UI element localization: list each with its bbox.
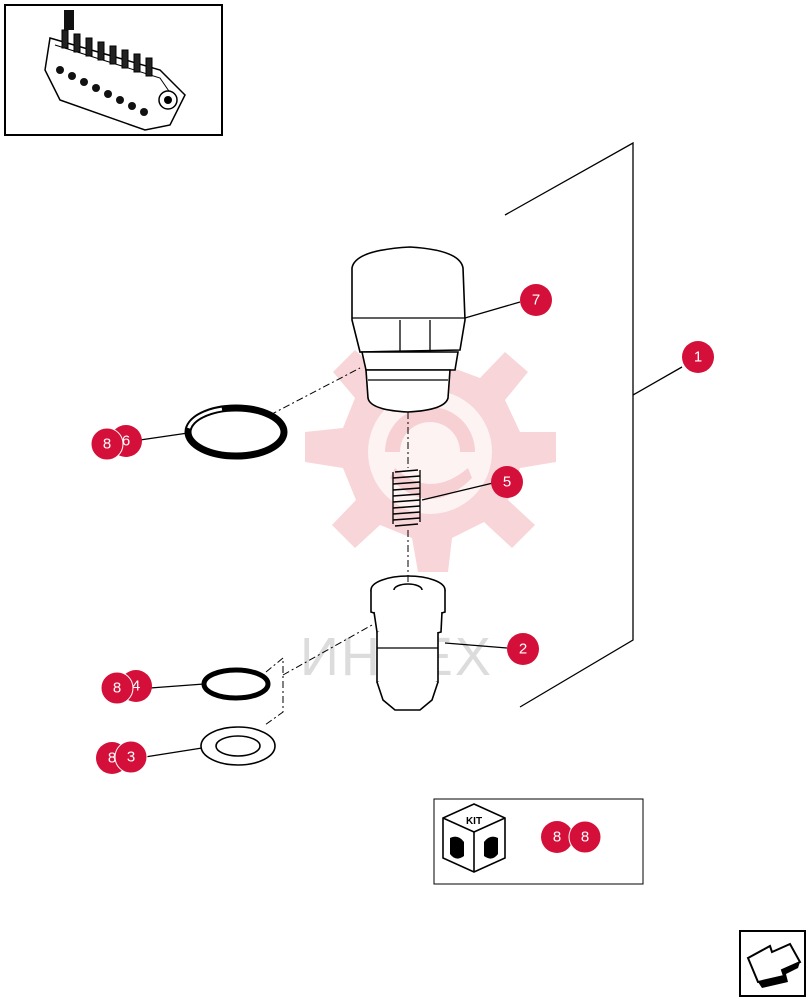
callout-6-with-kit-8[interactable]: 6 8 [90, 425, 142, 461]
part-spring [392, 469, 421, 527]
kit-legend-box: KIT 8 8 [433, 798, 644, 885]
svg-text:6: 6 [122, 433, 130, 450]
svg-text:1: 1 [694, 349, 702, 366]
svg-text:8: 8 [581, 829, 589, 846]
next-page-arrow-button[interactable] [739, 930, 806, 997]
svg-text:7: 7 [532, 292, 540, 309]
assembly-bracket [504, 141, 683, 708]
svg-text:8: 8 [113, 680, 121, 697]
svg-text:KIT: KIT [466, 816, 482, 827]
svg-text:8: 8 [553, 829, 561, 846]
callout-5[interactable]: 5 [491, 466, 523, 498]
callout-7[interactable]: 7 [520, 284, 552, 316]
svg-text:8: 8 [103, 436, 111, 453]
svg-text:2: 2 [519, 641, 527, 658]
part-valve-body [370, 575, 446, 711]
callout-2[interactable]: 2 [507, 633, 539, 665]
axis-lines [264, 367, 409, 726]
tractor-logo-icon [450, 836, 498, 859]
svg-text:3: 3 [127, 749, 135, 766]
part-cap-nut [351, 246, 466, 413]
leader-lines [139, 301, 521, 758]
svg-text:8: 8 [108, 750, 116, 767]
callout-3-with-kit-8[interactable]: 8 3 [96, 740, 148, 774]
svg-text:5: 5 [503, 474, 511, 491]
kit-callout-8-8[interactable]: 8 8 [541, 820, 602, 854]
thumbnail-frame[interactable] [4, 4, 223, 136]
svg-text:4: 4 [132, 678, 140, 695]
part-o-ring-small [201, 667, 271, 701]
kit-cube-icon: KIT [442, 803, 506, 873]
arrow-icon [746, 942, 802, 988]
part-o-ring-large [184, 404, 288, 460]
callout-1[interactable]: 1 [682, 341, 714, 373]
part-washer [200, 726, 276, 766]
valve-block-thumbnail [44, 10, 186, 131]
callout-4-with-kit-8[interactable]: 4 8 [100, 670, 152, 705]
